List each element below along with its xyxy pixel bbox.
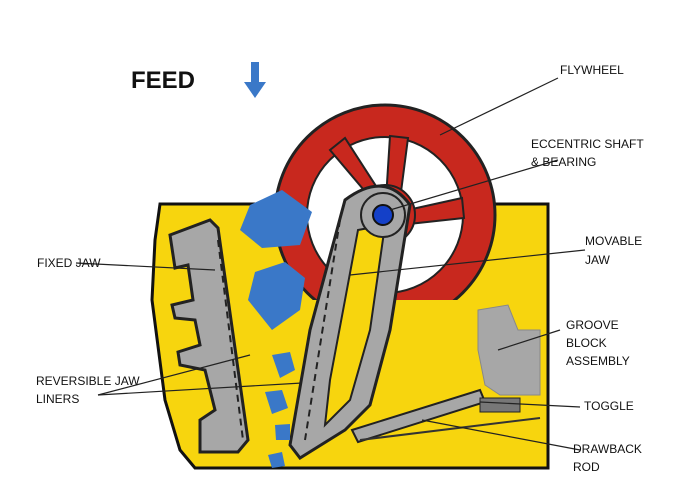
label-fixed-jaw: FIXED JAW [37, 256, 101, 270]
leader-lines [75, 77, 586, 451]
label-flywheel: FLYWHEEL [560, 63, 624, 77]
label-toggle: TOGGLE [584, 399, 634, 413]
toggle [350, 388, 521, 444]
drawback-rod [359, 417, 541, 441]
feed-title: FEED [131, 67, 196, 94]
label-groove-2: BLOCK [566, 336, 607, 350]
label-movable-jaw-2: JAW [585, 253, 610, 267]
label-drawback-2: ROD [573, 460, 600, 474]
label-groove-3: ASSEMBLY [566, 354, 630, 368]
rocks [240, 190, 312, 468]
label-drawback-1: DRAWBACK [573, 442, 642, 456]
groove-block-assembly [477, 304, 541, 396]
label-eccentric-shaft: ECCENTRIC SHAFT [531, 137, 644, 151]
movable-jaw [288, 184, 412, 460]
label-eccentric-bearing: & BEARING [531, 155, 597, 169]
label-movable-jaw-1: MOVABLE [585, 234, 643, 248]
label-groove-1: GROOVE [566, 318, 619, 332]
feed-arrow-icon [244, 62, 266, 98]
fixed-jaw [168, 218, 250, 454]
label-reversible-1: REVERSIBLE JAW [36, 374, 140, 388]
label-reversible-2: LINERS [36, 392, 80, 406]
